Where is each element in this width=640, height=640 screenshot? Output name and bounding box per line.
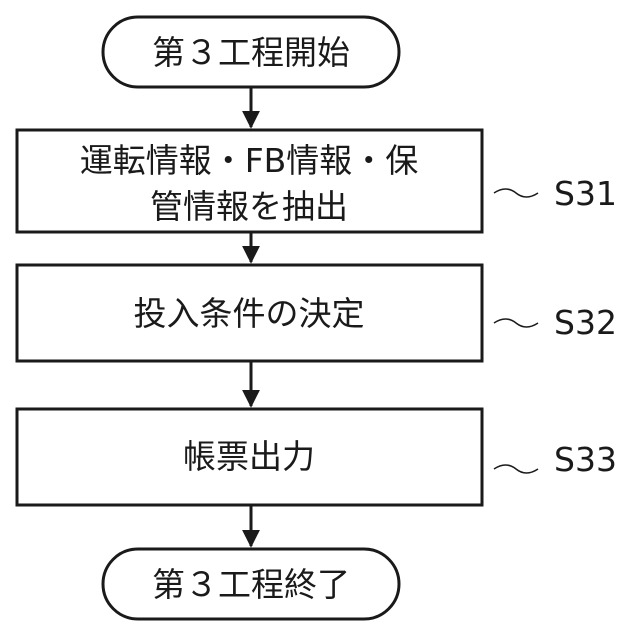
process-box-s33-line-1: 帳票出力: [183, 437, 315, 476]
end-terminal: 第３工程終了: [103, 549, 399, 619]
step-label-leader-s33: [494, 465, 538, 473]
process-box-s31: 運転情報・FB情報・保 管情報を抽出: [17, 130, 482, 232]
process-box-s32-line-1: 投入条件の決定: [134, 294, 365, 333]
process-box-s32: 投入条件の決定: [17, 265, 482, 361]
start-terminal: 第３工程開始: [103, 17, 399, 87]
step-label-s31: S31: [554, 174, 617, 213]
step-label-leader-s31: [494, 189, 538, 197]
step-label-s32: S32: [554, 303, 617, 342]
process-box-s31-line-1: 運転情報・FB情報・保: [80, 141, 419, 180]
process-box-s33: 帳票出力: [17, 409, 482, 505]
end-terminal-text: 第３工程終了: [152, 565, 350, 604]
start-terminal-text: 第３工程開始: [152, 33, 350, 72]
step-label-s33: S33: [554, 440, 617, 479]
step-label-leader-s32: [494, 319, 538, 327]
process-box-s31-line-2: 管情報を抽出: [150, 187, 348, 226]
